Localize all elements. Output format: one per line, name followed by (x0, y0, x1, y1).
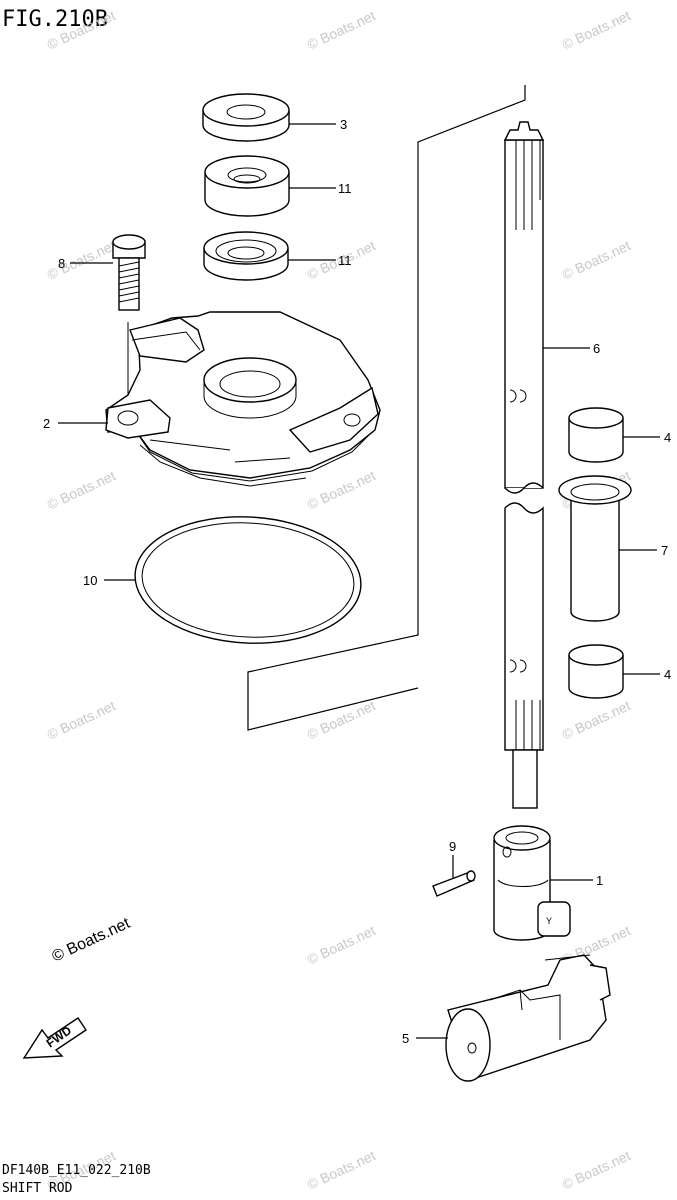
watermark: © Boats.net (560, 237, 633, 283)
watermark: © Boats.net (560, 7, 633, 53)
callout-9: 9 (449, 839, 456, 854)
callout-8: 8 (58, 256, 65, 271)
diagram-code: DF140B_E11_022_210B (2, 1163, 151, 1178)
part-2-housing (105, 311, 381, 487)
part-4-bushing-lower (568, 644, 624, 699)
watermark: © Boats.net (45, 697, 118, 743)
callout-7: 7 (661, 543, 668, 558)
callout-2: 2 (43, 416, 50, 431)
svg-text:Y: Y (546, 916, 552, 926)
watermark: © Boats.net (560, 697, 633, 743)
part-10-o-ring (134, 516, 362, 644)
part-8-bolt (112, 234, 146, 402)
callout-leaders (58, 123, 660, 1039)
part-11-oil-seal-lower (203, 231, 289, 281)
callout-10: 10 (83, 573, 97, 588)
part-3-washer (202, 93, 290, 142)
callout-11-upper: 11 (338, 181, 352, 196)
part-7-sleeve (558, 475, 632, 622)
callout-4-upper: 4 (664, 430, 671, 445)
watermark: © Boats.net (45, 237, 118, 283)
watermark: © Boats.net (305, 467, 378, 513)
part-11-oil-seal-upper (204, 155, 290, 217)
part-6-shift-rod (503, 121, 545, 809)
callout-1: 1 (596, 873, 603, 888)
part-5-shift-cam (445, 954, 611, 1082)
watermark: © Boats.net (305, 922, 378, 968)
callout-5: 5 (402, 1031, 409, 1046)
watermark: © Boats.net (305, 1147, 378, 1193)
part-1-connector: Y (493, 825, 571, 941)
callout-labels: 3 11 11 8 6 2 4 7 10 4 9 1 5 (43, 117, 671, 1046)
diagram-name: SHIFT ROD (2, 1181, 73, 1196)
watermark-main: © Boats.net (50, 915, 134, 966)
callout-3: 3 (340, 117, 347, 132)
watermark: © Boats.net (305, 7, 378, 53)
figure-title: FIG.210B (2, 7, 108, 32)
fwd-direction-arrow: FWD (22, 1017, 87, 1059)
part-9-pin (432, 870, 476, 897)
callout-4-lower: 4 (664, 667, 671, 682)
part-4-bushing-upper (568, 407, 624, 463)
watermark: © Boats.net (45, 467, 118, 513)
watermark: © Boats.net (560, 1147, 633, 1193)
watermark: © Boats.net (305, 697, 378, 743)
callout-11-lower: 11 (338, 253, 352, 268)
callout-6: 6 (593, 341, 600, 356)
assembly-bracket-line (247, 85, 526, 731)
